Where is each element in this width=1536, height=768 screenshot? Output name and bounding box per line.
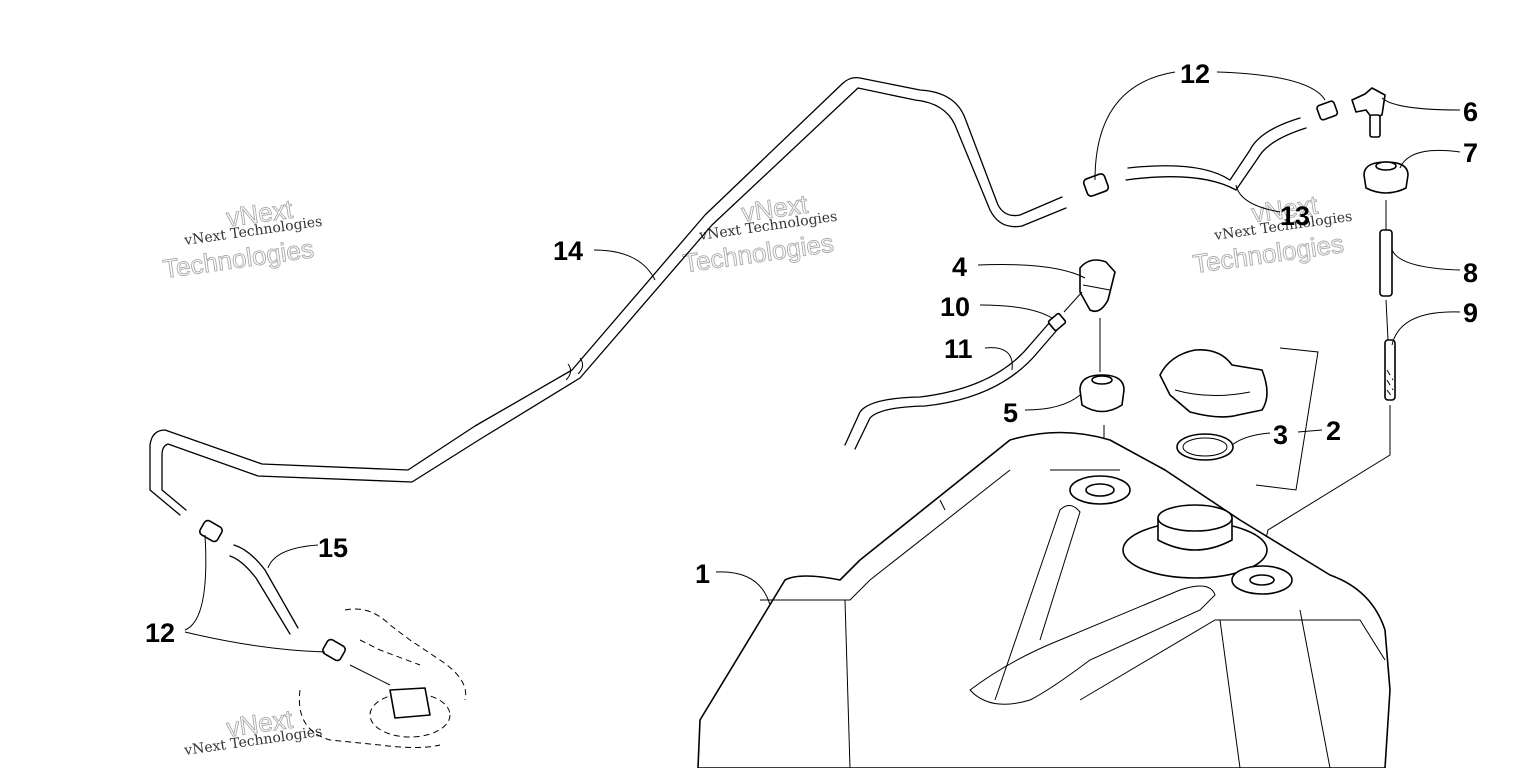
rollover-valve-4 bbox=[1079, 259, 1116, 313]
callout-12-upper: 12 bbox=[1180, 59, 1210, 89]
callout-5: 5 bbox=[1003, 398, 1018, 428]
leader-lines bbox=[184, 71, 1461, 653]
callout-13: 13 bbox=[1280, 201, 1310, 231]
watermark-4: vNext vNext Technologies bbox=[182, 703, 323, 759]
fuel-tank-1 bbox=[697, 431, 1391, 768]
hose-15 bbox=[229, 544, 299, 635]
hose-11 bbox=[844, 321, 1058, 450]
callout-14: 14 bbox=[553, 236, 583, 266]
callout-2: 2 bbox=[1326, 416, 1341, 446]
callout-3: 3 bbox=[1273, 420, 1288, 450]
clamp-12-lower-a bbox=[199, 519, 223, 543]
watermark-1: vNext vNext Technologies Technologies bbox=[161, 193, 324, 284]
hose-13 bbox=[1125, 117, 1307, 191]
callout-6: 6 bbox=[1463, 97, 1478, 127]
callout-9: 9 bbox=[1463, 298, 1478, 328]
callout-4: 4 bbox=[952, 252, 967, 282]
bracket-2 bbox=[1255, 347, 1319, 491]
clamp-10 bbox=[1047, 312, 1067, 332]
engine-fitting-phantom bbox=[298, 608, 467, 748]
tube-8 bbox=[1379, 229, 1393, 297]
clamp-12-upper-a bbox=[1082, 173, 1110, 197]
grommet-5 bbox=[1079, 374, 1125, 413]
elbow-fitting-6 bbox=[1351, 87, 1386, 138]
watermark-2: vNext vNext Technologies Technologies bbox=[681, 188, 839, 279]
callout-1: 1 bbox=[695, 559, 710, 589]
callout-10: 10 bbox=[940, 292, 970, 322]
clamp-12-upper-b bbox=[1316, 100, 1339, 121]
callout-15: 15 bbox=[318, 533, 348, 563]
callout-8: 8 bbox=[1463, 258, 1478, 288]
filler-cap-2 bbox=[1159, 348, 1268, 418]
valve-9 bbox=[1384, 339, 1396, 401]
watermark-3: vNext vNext Technologies Technologies bbox=[1191, 189, 1354, 280]
callout-11: 11 bbox=[944, 334, 973, 364]
callout-12-lower: 12 bbox=[145, 618, 175, 648]
callout-7: 7 bbox=[1463, 138, 1478, 168]
vent-tube-14 bbox=[149, 76, 1067, 516]
grommet-7 bbox=[1363, 161, 1409, 194]
clamp-12-lower-b bbox=[322, 638, 346, 662]
